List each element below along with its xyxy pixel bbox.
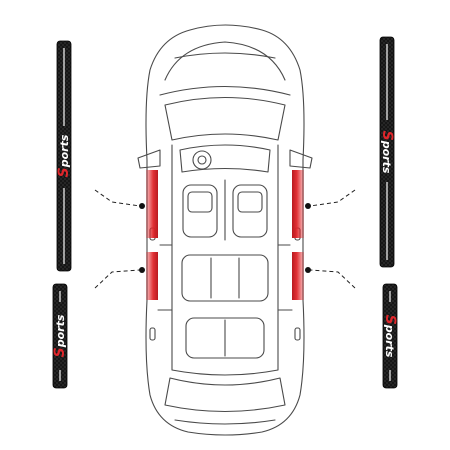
marker-dot-front-left xyxy=(139,203,145,209)
strip-label-top-left: Sports xyxy=(56,134,72,177)
marker-dot-front-right xyxy=(305,203,311,209)
carbon-strip-top-right: Sports xyxy=(379,36,395,268)
marker-dot-rear-right xyxy=(305,267,311,273)
strip-label-top-right: Sports xyxy=(379,131,395,174)
leader-line-rear-right xyxy=(309,269,356,289)
leader-line-rear-left xyxy=(94,269,141,289)
carbon-strip-bottom-right: Sports xyxy=(382,283,398,389)
leader-line-front-right xyxy=(309,189,356,207)
strip-label-bottom-left: Sports xyxy=(52,314,68,357)
sill-highlight-rear-right xyxy=(292,252,304,300)
leader-line-front-left xyxy=(94,189,141,207)
leader-lines xyxy=(94,189,356,289)
marker-dots xyxy=(139,203,311,273)
carbon-strip-bottom-left: Sports xyxy=(52,283,68,389)
strip-label-bottom-right: Sports xyxy=(382,315,398,358)
sill-highlight-rear-left xyxy=(146,252,158,300)
carbon-strip-top-left: Sports xyxy=(56,40,72,272)
sill-highlight-front-right xyxy=(292,170,304,238)
car-top-view-illustration xyxy=(137,24,313,436)
sill-highlights xyxy=(146,170,304,300)
sill-highlight-front-left xyxy=(146,170,158,238)
marker-dot-rear-left xyxy=(139,267,145,273)
